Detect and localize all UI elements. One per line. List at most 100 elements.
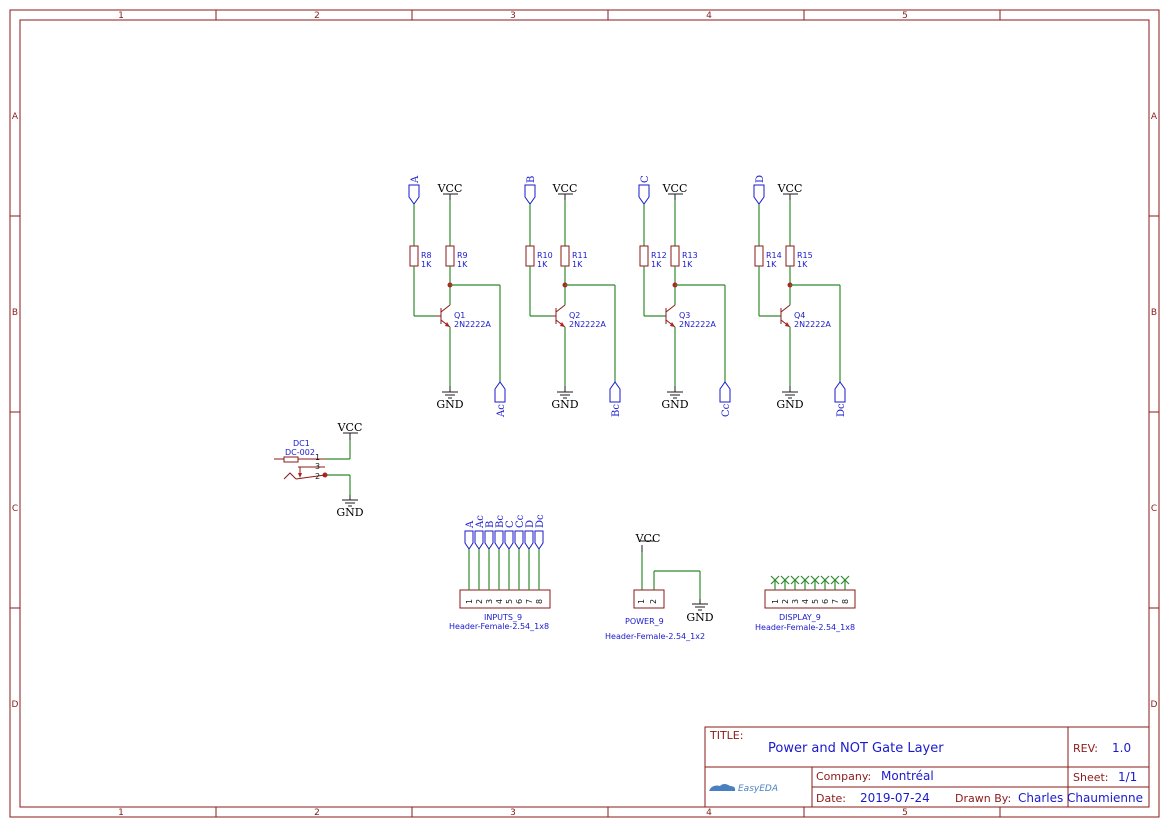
not-gate-c: C R12 1K VCC R13 1K Q3 2N2222A GND Cc — [638, 175, 732, 417]
transistor-part: 2N2222A — [679, 320, 716, 329]
inputs-net-flag — [464, 530, 474, 550]
no-connect-icon — [840, 575, 850, 585]
inputs-net-flag — [504, 530, 514, 550]
zone-right-B: B — [1151, 308, 1157, 318]
inputs-net-label: Cc — [515, 514, 526, 528]
inputs-net-label: B — [485, 521, 496, 528]
inputs-net-label: A — [465, 520, 476, 529]
power-pin-2: 2 — [649, 599, 658, 604]
inputs-net-flag — [474, 530, 484, 550]
power-gnd-label: GND — [686, 611, 713, 624]
input-flag-d — [753, 184, 765, 205]
not-gate-d: D R14 1K VCC R15 1K Q4 2N2222A GND Dc — [753, 175, 847, 417]
company-label: Company: — [816, 770, 871, 783]
sheet-title: Power and NOT Gate Layer — [768, 741, 944, 756]
collector-resistor-ref: R13 — [682, 251, 698, 260]
gnd-label: GND — [436, 398, 463, 411]
base-resistor — [754, 245, 764, 267]
display-pin-number: 3 — [791, 599, 800, 604]
dc-jack-ref: DC1 — [293, 439, 310, 448]
title-label: TITLE: — [709, 729, 743, 742]
transistor-part: 2N2222A — [454, 320, 491, 329]
zone-right-D: D — [1151, 700, 1158, 710]
zone-left-B: B — [12, 308, 18, 318]
zone-bottom-4: 4 — [706, 808, 712, 818]
display-pin-number: 4 — [801, 599, 810, 604]
inputs-pin-number: 8 — [535, 599, 544, 604]
power-pin-1: 1 — [637, 599, 646, 604]
transistor-part: 2N2222A — [794, 320, 831, 329]
inputs-pin-number: 4 — [495, 599, 504, 604]
dc-jack: VCC GND DC1 DC-002 1 3 2 — [274, 421, 364, 519]
dc-pin-2: 2 — [315, 472, 320, 481]
zone-left-C: C — [12, 504, 18, 514]
inputs-net-label: C — [505, 520, 516, 528]
dc-pin-1: 1 — [315, 453, 320, 462]
output-flag-bc — [609, 381, 621, 403]
sheet-value: 1/1 — [1118, 770, 1137, 784]
inputs-net-label: Bc — [495, 515, 506, 528]
transistor-ref: Q2 — [569, 311, 580, 320]
inputs-net-label: Dc — [535, 514, 546, 528]
drawn-by-label: Drawn By: — [955, 792, 1011, 805]
zone-bottom-1: 1 — [118, 808, 124, 818]
input-flag-a — [408, 184, 420, 205]
display-header-body — [764, 589, 856, 609]
base-resistor-value: 1K — [421, 260, 432, 269]
power-header-body — [633, 589, 665, 609]
input-label-a: A — [410, 175, 421, 184]
input-flag-c — [638, 184, 650, 205]
no-connect-icon — [830, 575, 840, 585]
no-connect-icon — [770, 575, 780, 585]
power-header-part: Header-Female-2.54_1x2 — [605, 632, 705, 641]
zone-ticks — [10, 10, 1159, 817]
inputs-net-label: D — [525, 520, 536, 528]
inputs-pin-number: 6 — [515, 599, 524, 604]
vcc-label: VCC — [777, 182, 803, 195]
not-gate-a: A R8 1K VCC R9 1K Q1 2N2222A GND Ac — [408, 175, 507, 418]
input-label-c: C — [640, 175, 651, 183]
zone-right-C: C — [1151, 504, 1157, 514]
no-connect-icon — [780, 575, 790, 585]
collector-resistor — [560, 245, 570, 267]
rev-value: 1.0 — [1112, 741, 1131, 755]
vcc-label: VCC — [662, 182, 688, 195]
display-pin-number: 6 — [821, 599, 830, 604]
zone-bottom-3: 3 — [510, 808, 516, 818]
company-value: Montréal — [881, 769, 934, 783]
sheet-outer-border — [9, 9, 1160, 818]
date-value: 2019-07-24 — [860, 791, 930, 805]
inputs-net-flag — [534, 530, 544, 550]
display-header-ref: DISPLAY_9 — [779, 613, 821, 622]
zone-bottom-5: 5 — [902, 808, 908, 818]
dc-gnd-label: GND — [336, 506, 363, 519]
transistor-ref: Q1 — [454, 311, 465, 320]
output-label-cc: Cc — [721, 403, 732, 417]
power-vcc-label: VCC — [635, 532, 661, 545]
base-resistor-ref: R10 — [537, 251, 553, 260]
display-header-part: Header-Female-2.54_1x8 — [755, 623, 855, 632]
output-flag-cc — [719, 381, 731, 403]
inputs-header-body — [459, 589, 551, 609]
zone-top-4: 4 — [706, 11, 712, 21]
inputs-header: INPUTS_9 Header-Female-2.54_1x8 A1Ac2B3B… — [449, 514, 551, 631]
no-connect-icon — [820, 575, 830, 585]
easyeda-cloud-icon — [709, 784, 736, 791]
display-pin-number: 1 — [771, 599, 780, 604]
power-header: VCC GND 1 2 POWER_9 Header-Female-2.54_1… — [605, 532, 714, 641]
display-pin-number: 7 — [831, 599, 840, 604]
power-header-ref: POWER_9 — [625, 617, 664, 626]
gnd-label: GND — [661, 398, 688, 411]
transistor-ref: Q4 — [794, 311, 805, 320]
base-resistor — [639, 245, 649, 267]
output-flag-ac — [494, 381, 506, 403]
zone-left-A: A — [12, 112, 19, 122]
inputs-net-flag — [484, 530, 494, 550]
base-resistor — [525, 245, 535, 267]
not-gate-b: B R10 1K VCC R11 1K Q2 2N2222A GND Bc — [524, 176, 622, 417]
sheet-label: Sheet: — [1073, 771, 1109, 784]
transistor-ref: Q3 — [679, 311, 690, 320]
easyeda-logo: EasyEDA — [709, 784, 778, 794]
